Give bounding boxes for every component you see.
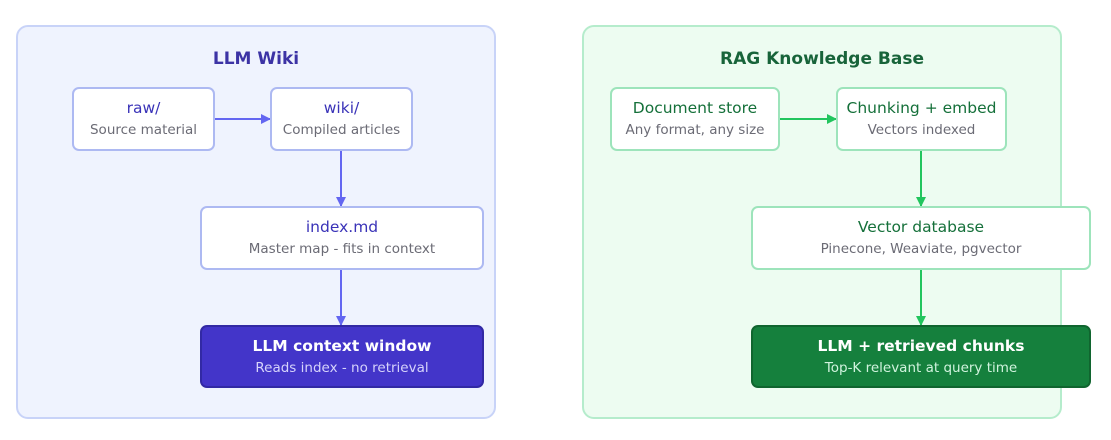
- index-node-subtitle: Master map - fits in context: [248, 241, 436, 257]
- chunking-node-title: Chunking + embed: [846, 99, 997, 117]
- wiki-node-title: wiki/: [323, 99, 360, 117]
- llm-retrieved-node-title: LLM + retrieved chunks: [817, 336, 1025, 355]
- vector-database-node: Vector database Pinecone, Weaviate, pgve…: [751, 206, 1091, 270]
- document-store-node: Document store Any format, any size: [610, 87, 780, 151]
- llm-context-node-title: LLM context window: [252, 336, 432, 355]
- document-store-node-title: Document store: [632, 99, 758, 117]
- index-node: index.md Master map - fits in context: [200, 206, 484, 270]
- llm-wiki-title: LLM Wiki: [212, 49, 300, 69]
- vector-database-node-title: Vector database: [857, 218, 985, 236]
- chunking-node-subtitle: Vectors indexed: [867, 122, 976, 138]
- wiki-node: wiki/ Compiled articles: [270, 87, 413, 151]
- wiki-node-subtitle: Compiled articles: [282, 122, 401, 138]
- raw-node: raw/ Source material: [72, 87, 215, 151]
- rag-title: RAG Knowledge Base: [720, 49, 924, 69]
- raw-node-subtitle: Source material: [89, 122, 197, 138]
- llm-retrieved-node-subtitle: Top-K relevant at query time: [824, 359, 1018, 376]
- llm-context-node: LLM context window Reads index - no retr…: [200, 325, 484, 388]
- index-node-title: index.md: [305, 218, 379, 236]
- chunking-node: Chunking + embed Vectors indexed: [836, 87, 1007, 151]
- raw-node-title: raw/: [126, 99, 161, 117]
- llm-context-node-subtitle: Reads index - no retrieval: [255, 359, 429, 376]
- llm-retrieved-node: LLM + retrieved chunks Top-K relevant at…: [751, 325, 1091, 388]
- vector-database-node-subtitle: Pinecone, Weaviate, pgvector: [820, 241, 1022, 257]
- document-store-node-subtitle: Any format, any size: [625, 122, 765, 138]
